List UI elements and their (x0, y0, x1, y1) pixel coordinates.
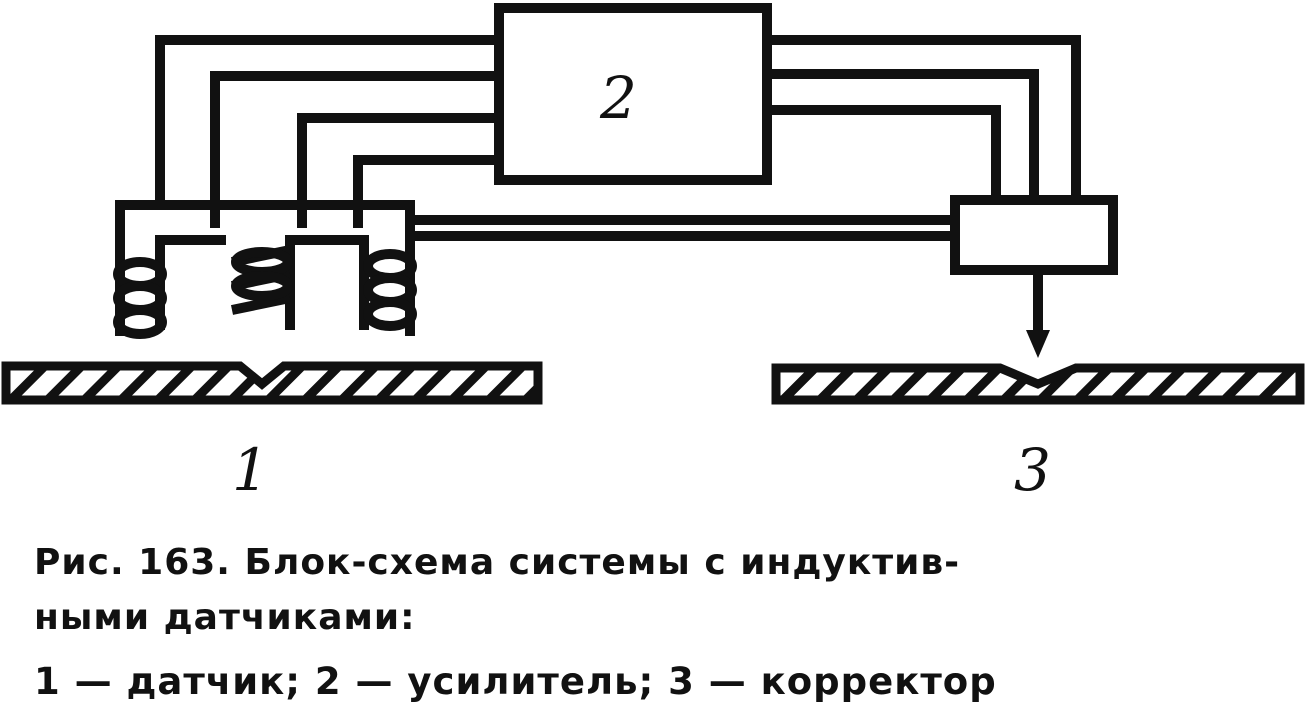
wire-4 (353, 155, 499, 228)
wire-3 (297, 113, 499, 228)
coil-left (113, 257, 167, 339)
figure-caption-title: Рис. 163. Блок-схема системы с индуктив- (34, 542, 961, 583)
workpiece-corrector (771, 363, 1305, 405)
amplifier-block (494, 3, 772, 185)
wire-1 (155, 35, 499, 205)
wire-2 (210, 71, 499, 228)
coil-right (363, 249, 417, 331)
workpiece-sensor (1, 361, 543, 405)
label-amplifier: 2 (599, 64, 637, 132)
pointer-arrow-icon (1026, 330, 1050, 358)
coil-middle (230, 245, 293, 315)
corrector-block (950, 195, 1118, 275)
label-sensor: 1 (232, 436, 269, 504)
wire-7 (767, 105, 1001, 200)
block-diagram: 2 1 3 (1, 3, 1305, 504)
label-corrector: 3 (1014, 436, 1051, 504)
figure-caption-legend: 1 — датчик; 2 — усилитель; 3 — корректор (34, 660, 997, 703)
figure-caption-title-cont: ными датчиками: (34, 597, 416, 638)
wire-5 (767, 35, 1081, 200)
wire-6 (767, 69, 1039, 200)
